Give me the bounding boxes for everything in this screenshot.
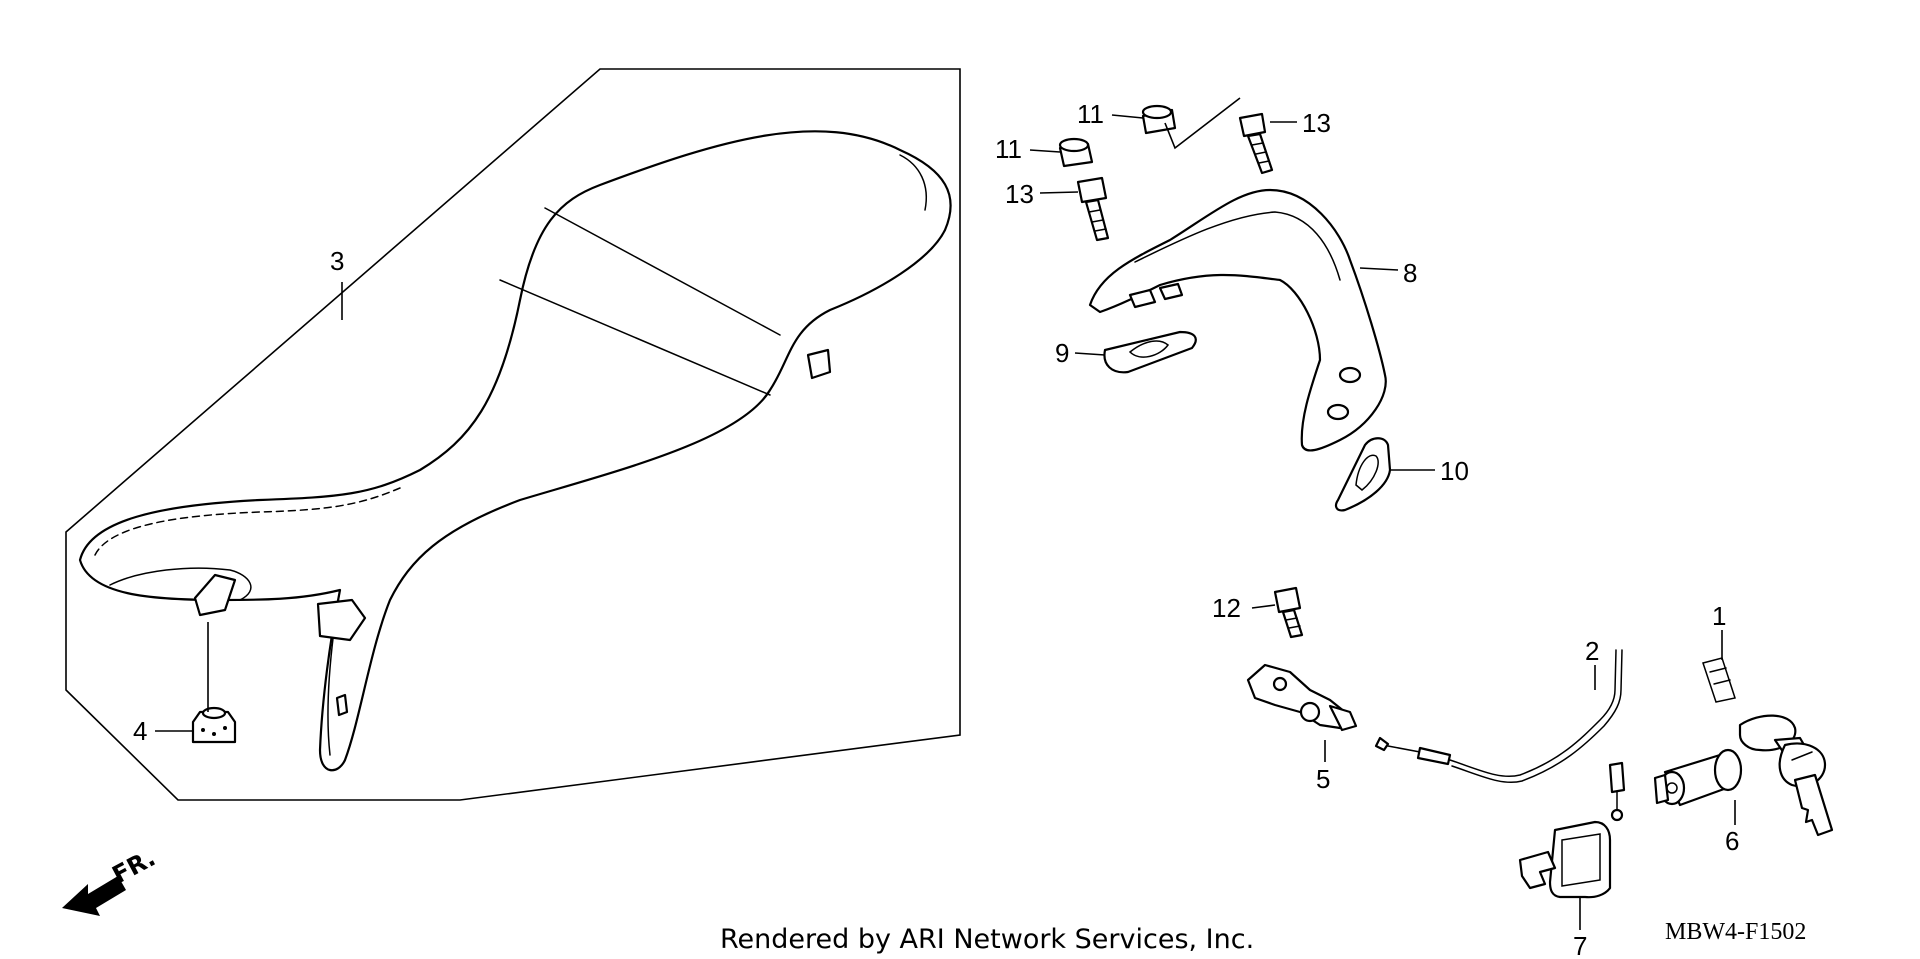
callout-9: 9 [1055,338,1069,368]
callout-7: 7 [1573,931,1587,959]
key-cylinder-set[interactable] [1653,714,1834,837]
seat-lock-latch[interactable] [1246,663,1358,732]
seat-lock-cable[interactable] [1374,649,1626,822]
callout-2: 2 [1585,636,1599,666]
cap-upper[interactable] [1141,104,1177,135]
grab-rail[interactable] [1088,188,1387,452]
callout-12: 12 [1212,593,1241,623]
bolt-lower[interactable] [1076,176,1110,242]
rail-spacer-front[interactable] [1103,330,1197,374]
lock-clip[interactable] [1702,657,1736,703]
callout-13-lower: 13 [1005,179,1034,209]
callout-13-upper: 13 [1302,108,1331,138]
seat[interactable] [78,130,952,772]
seat-assembly-boundary [65,68,961,801]
rail-spacer-rear[interactable] [1334,437,1392,512]
callout-11-upper: 11 [1077,99,1104,129]
cap-lower[interactable] [1058,137,1094,168]
callout-labels: 1 2 3 4 5 6 7 8 9 10 11 11 12 13 13 [133,99,1739,959]
callout-1: 1 [1712,601,1726,631]
callout-10: 10 [1440,456,1469,486]
bolt-upper[interactable] [1238,112,1274,175]
latch-bracket[interactable] [1518,820,1612,899]
callout-11-lower: 11 [995,134,1022,164]
callout-6: 6 [1725,826,1739,856]
callout-4: 4 [133,716,147,746]
seat-cushion-rubber[interactable] [191,706,237,744]
rendered-by-credit: Rendered by ARI Network Services, Inc. [720,924,1254,955]
leader-lines [155,97,1736,930]
front-direction-indicator: FR. [62,844,160,916]
drawing-id: MBW4-F1502 [1665,919,1806,945]
front-direction-arrow-icon [62,876,126,916]
callout-5: 5 [1316,764,1330,794]
callout-8: 8 [1403,258,1417,288]
callout-3: 3 [330,246,344,276]
bolt-latch[interactable] [1273,586,1304,639]
